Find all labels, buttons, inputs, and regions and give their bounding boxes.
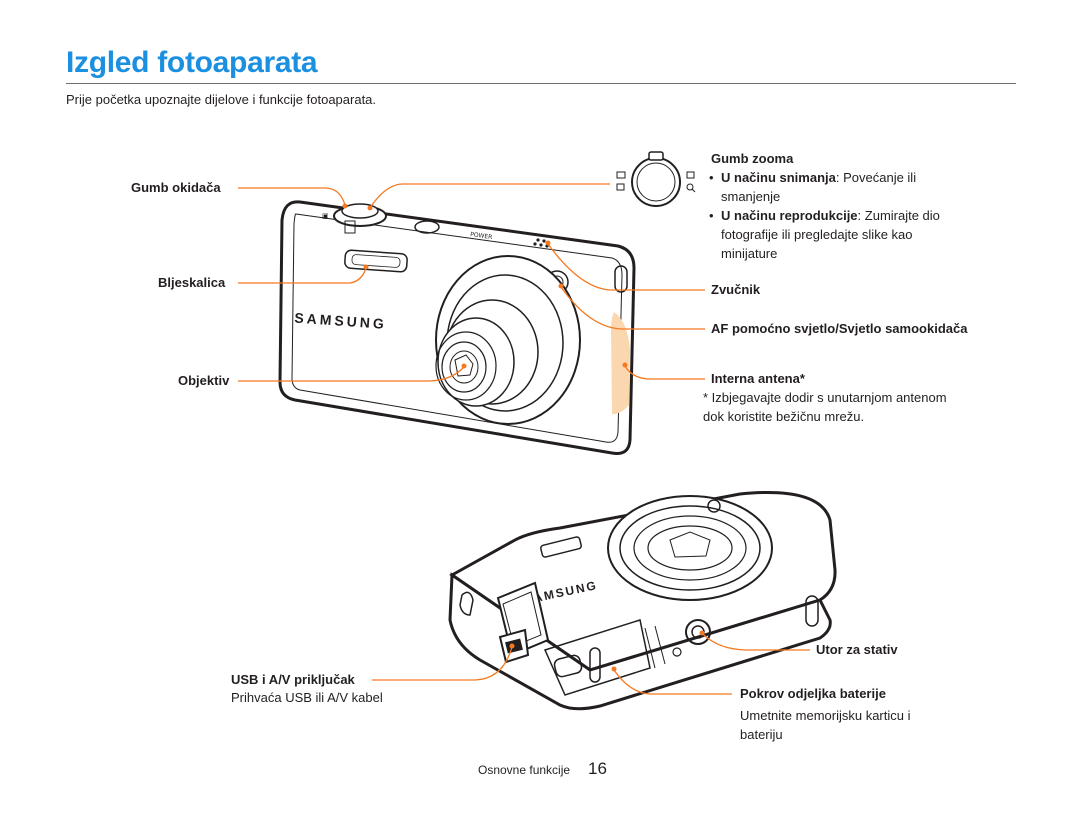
note-antenna: * Izbjegavajte dodir s unutarnjom anteno… [703, 390, 947, 424]
svg-text:POWER: POWER [470, 231, 493, 241]
label-af-lamp: AF pomoćno svjetlo/Svjetlo samookidača [711, 321, 968, 336]
zoom-item-shooting: •U načinu snimanja: Povećanje ili smanje… [709, 170, 917, 204]
zoom-item-playback: •U načinu reprodukcije: Zumirajte dio fo… [709, 208, 940, 261]
label-usb-av-port: USB i A/V priključak [231, 672, 355, 687]
label-speaker: Zvučnik [711, 282, 761, 297]
page-number: 16 [588, 759, 607, 778]
title-rule [66, 83, 1016, 84]
leader-dots [342, 203, 705, 672]
label-flash: Bljeskalica [158, 275, 226, 290]
note-battery: Umetnite memorijsku karticu i bateriju [740, 708, 911, 742]
brand-logo-front: SAMSUNG [294, 310, 387, 332]
leader-lines [238, 183, 810, 695]
label-battery-cover: Pokrov odjeljka baterije [740, 686, 886, 701]
front-camera-drawing: ▣ POWER SAMSUNG [278, 200, 636, 455]
label-internal-antenna: Interna antena* [711, 371, 805, 386]
label-shutter-button: Gumb okidača [131, 180, 221, 195]
zoom-button-detail [616, 151, 696, 207]
label-lens: Objektiv [178, 373, 230, 388]
label-tripod-socket: Utor za stativ [816, 642, 898, 657]
svg-text:▣: ▣ [322, 212, 329, 220]
antenna-zone [611, 312, 630, 415]
bottom-camera-drawing: SAMSUNG [448, 490, 837, 711]
intro-text: Prije početka upoznajte dijelove i funkc… [66, 92, 377, 107]
page-title: Izgled fotoaparata [66, 46, 318, 79]
label-zoom-button: Gumb zooma [711, 151, 794, 166]
footer-section: Osnovne funkcije [478, 763, 571, 777]
note-usb: Prihvaća USB ili A/V kabel [231, 690, 383, 705]
